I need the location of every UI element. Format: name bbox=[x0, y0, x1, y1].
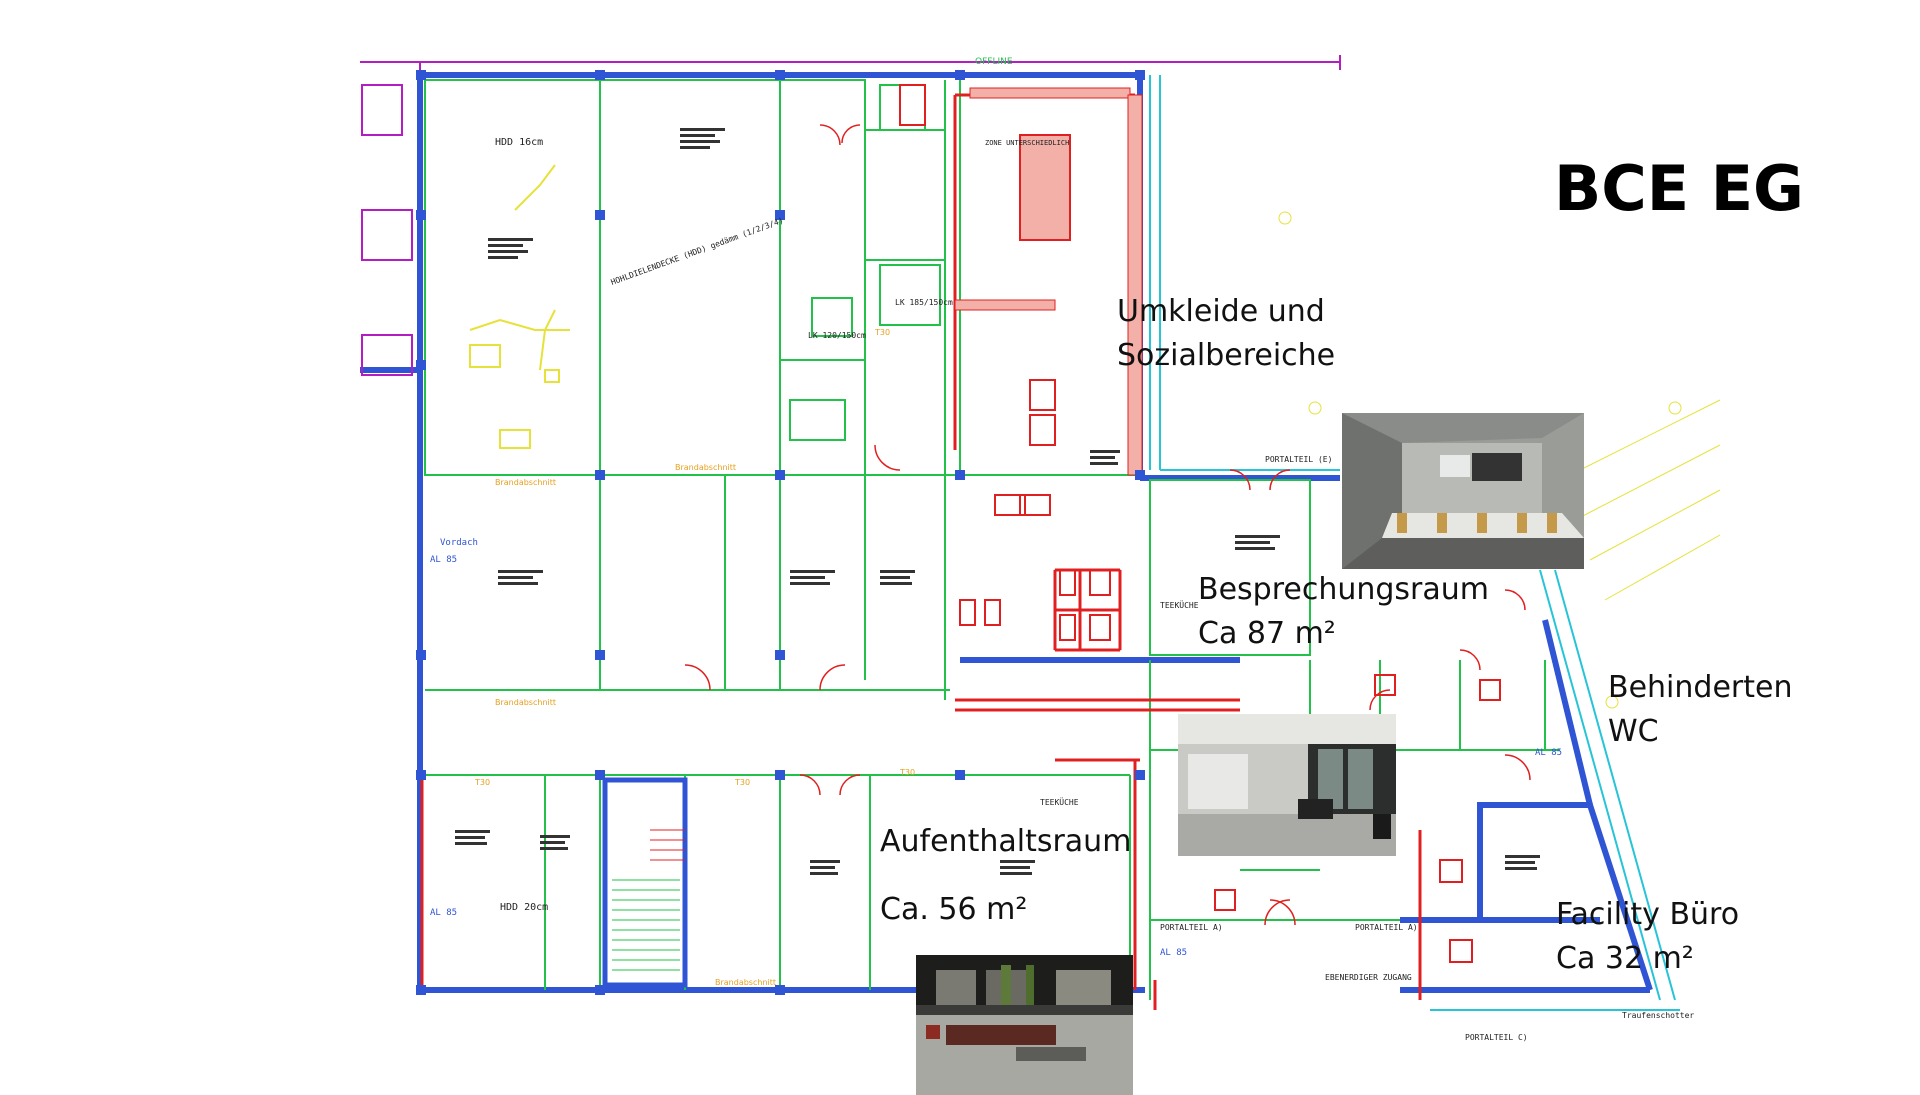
staircase bbox=[602, 777, 688, 988]
behinderten-line2: WC bbox=[1608, 714, 1659, 749]
hdd-top-label: HDD 16cm bbox=[495, 137, 543, 148]
left-edge-equipment bbox=[361, 84, 413, 376]
zone-label: ZONE UNTERSCHIEDLICH bbox=[985, 139, 1069, 147]
lobby-photo bbox=[1178, 714, 1396, 856]
besprechung-line2: Ca 87 m² bbox=[1198, 616, 1336, 651]
t30-label-4: T30 bbox=[874, 328, 890, 337]
portalteil-b-label: PORTALTEIL A) bbox=[1355, 923, 1418, 932]
stair-steps bbox=[612, 879, 680, 971]
al-label-1: AL 85 bbox=[430, 555, 457, 565]
sanitary-fixtures bbox=[899, 84, 1501, 963]
traufe-label: Traufenschotter bbox=[1622, 1011, 1694, 1020]
slide-title: BCE EG bbox=[1554, 152, 1804, 225]
lk1-label: LK 120/150cm bbox=[808, 331, 866, 340]
annotation-shapes bbox=[469, 164, 570, 449]
t30-label-3: T30 bbox=[899, 768, 915, 777]
lounge-photo bbox=[916, 955, 1133, 1095]
umkleide-line1: Umkleide und bbox=[1117, 294, 1325, 329]
al-label-4: AL 85 bbox=[1535, 748, 1562, 758]
hatched-walls bbox=[954, 87, 1143, 651]
room-label-behinderten: Behinderten WC bbox=[1608, 666, 1792, 754]
facility-line1: Facility Büro bbox=[1556, 897, 1740, 932]
teekueche-label-1: TEEKÜCHE bbox=[1160, 600, 1199, 610]
room-label-besprechung: Besprechungsraum Ca 87 m² bbox=[1198, 568, 1489, 656]
meeting-room-photo bbox=[1342, 413, 1584, 569]
t30-label-1: T30 bbox=[474, 778, 490, 787]
column-markers bbox=[416, 70, 1145, 995]
hohldielen-label: HOHLDIELENDECKE (HDD) gedämm (1/2/3/4) bbox=[610, 216, 785, 287]
al-label-3: AL 85 bbox=[1160, 948, 1187, 958]
behinderten-line1: Behinderten bbox=[1608, 670, 1793, 705]
besprechung-line1: Besprechungsraum bbox=[1198, 572, 1490, 607]
aufenthalt-line2: Ca. 56 m² bbox=[880, 892, 1028, 927]
room-label-facility: Facility Büro Ca 32 m² bbox=[1556, 893, 1739, 981]
parking-lines bbox=[1278, 211, 1721, 709]
room-label-umkleide: Umkleide und Sozialbereiche bbox=[1117, 290, 1335, 378]
brandabschnitt-label-1: Brandabschnitt bbox=[495, 478, 556, 487]
facility-line2: Ca 32 m² bbox=[1556, 941, 1694, 976]
portalteil-a-label: PORTALTEIL A) bbox=[1160, 923, 1223, 932]
room-info-blocks bbox=[455, 128, 1540, 875]
teekueche-label-2: TEEKÜCHE bbox=[1040, 797, 1079, 807]
brandabschnitt-label-2: Brandabschnitt bbox=[675, 463, 736, 472]
lk2-label: LK 185/150cm bbox=[895, 298, 953, 307]
umkleide-line2: Sozialbereiche bbox=[1117, 338, 1336, 373]
portalteil-top-label: PORTALTEIL (E) bbox=[1265, 455, 1332, 464]
outer-walls bbox=[360, 72, 1653, 993]
brandabschnitt-label-4: Brandabschnitt bbox=[715, 978, 776, 987]
hdd-bottom-label: HDD 20cm bbox=[500, 902, 548, 913]
ebenerdiger-label: EBENERDIGER ZUGANG bbox=[1325, 973, 1412, 982]
vordach-label: Vordach bbox=[440, 538, 478, 548]
room-label-aufenthalt: Aufenthaltsraum Ca. 56 m² bbox=[880, 820, 1131, 932]
t30-label-2: T30 bbox=[734, 778, 750, 787]
brandabschnitt-label-3: Brandabschnitt bbox=[495, 698, 556, 707]
contour-lines bbox=[1149, 75, 1680, 1011]
door-swings bbox=[684, 124, 1531, 926]
portalteil-c-label: PORTALTEIL C) bbox=[1465, 1033, 1528, 1042]
aufenthalt-line1: Aufenthaltsraum bbox=[880, 824, 1132, 859]
stair-steps-red bbox=[650, 829, 685, 861]
offline-label: OFFLINE bbox=[975, 57, 1013, 67]
al-label-2: AL 85 bbox=[430, 908, 457, 918]
